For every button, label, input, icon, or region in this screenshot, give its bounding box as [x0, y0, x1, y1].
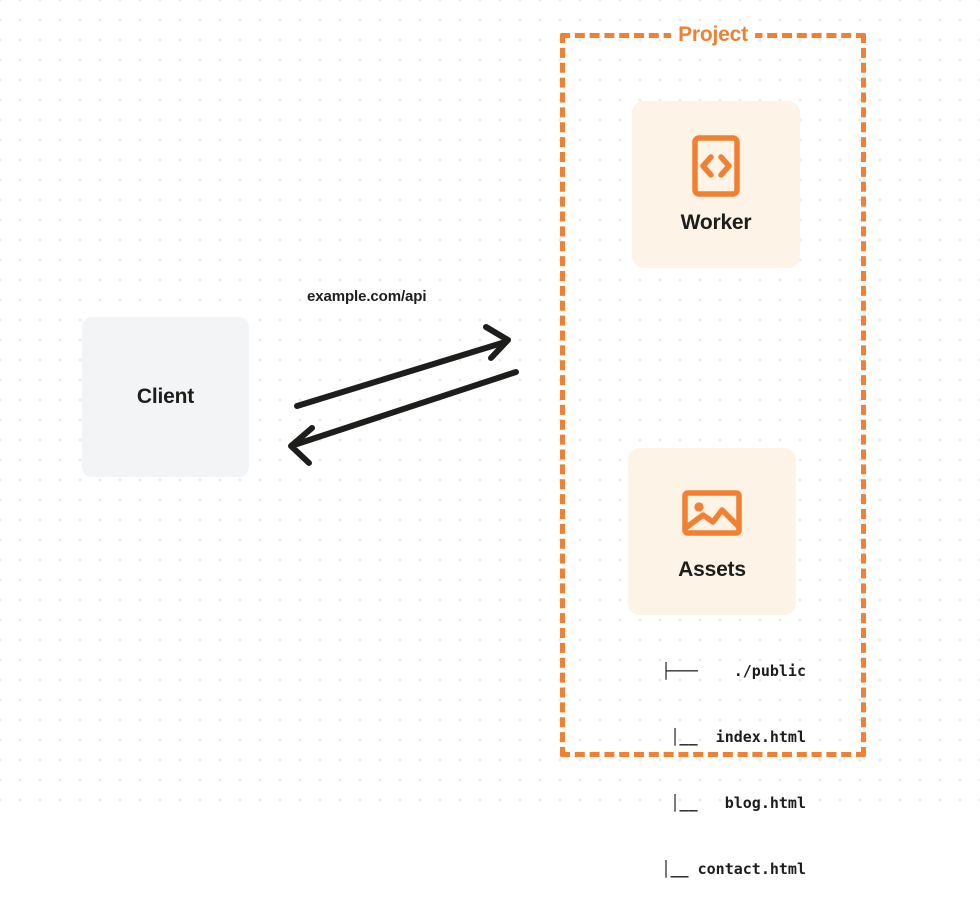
assets-card-label: Assets [678, 557, 746, 581]
client-node-label: Client [136, 385, 195, 408]
file-tree-row: ├─── ./public [661, 662, 807, 680]
inbound-response-arrow [288, 369, 519, 466]
client-node[interactable]: Client [82, 317, 249, 477]
file-tree-row: │__ index.html [661, 728, 806, 746]
outbound-request-arrow [294, 324, 511, 409]
file-tree-row: │__ blog.html [661, 794, 806, 812]
assets-file-tree: ├─── ./public │__ index.html │__ blog.ht… [606, 616, 806, 924]
code-brackets-icon [685, 134, 747, 197]
connector-arrows [288, 324, 519, 466]
worker-card-label: Worker [680, 210, 752, 234]
file-tree-row: │__ contact.html [652, 860, 806, 878]
project-title-label: Project [671, 23, 755, 47]
worker-card[interactable]: Worker [632, 101, 800, 268]
request-url-label: example.com/api [307, 288, 427, 305]
assets-card[interactable]: Assets [628, 448, 796, 615]
project-container: Project [560, 23, 866, 757]
diagram-canvas: Client example.com/api Project Worker [82, 23, 866, 878]
image-picture-icon [681, 482, 743, 544]
